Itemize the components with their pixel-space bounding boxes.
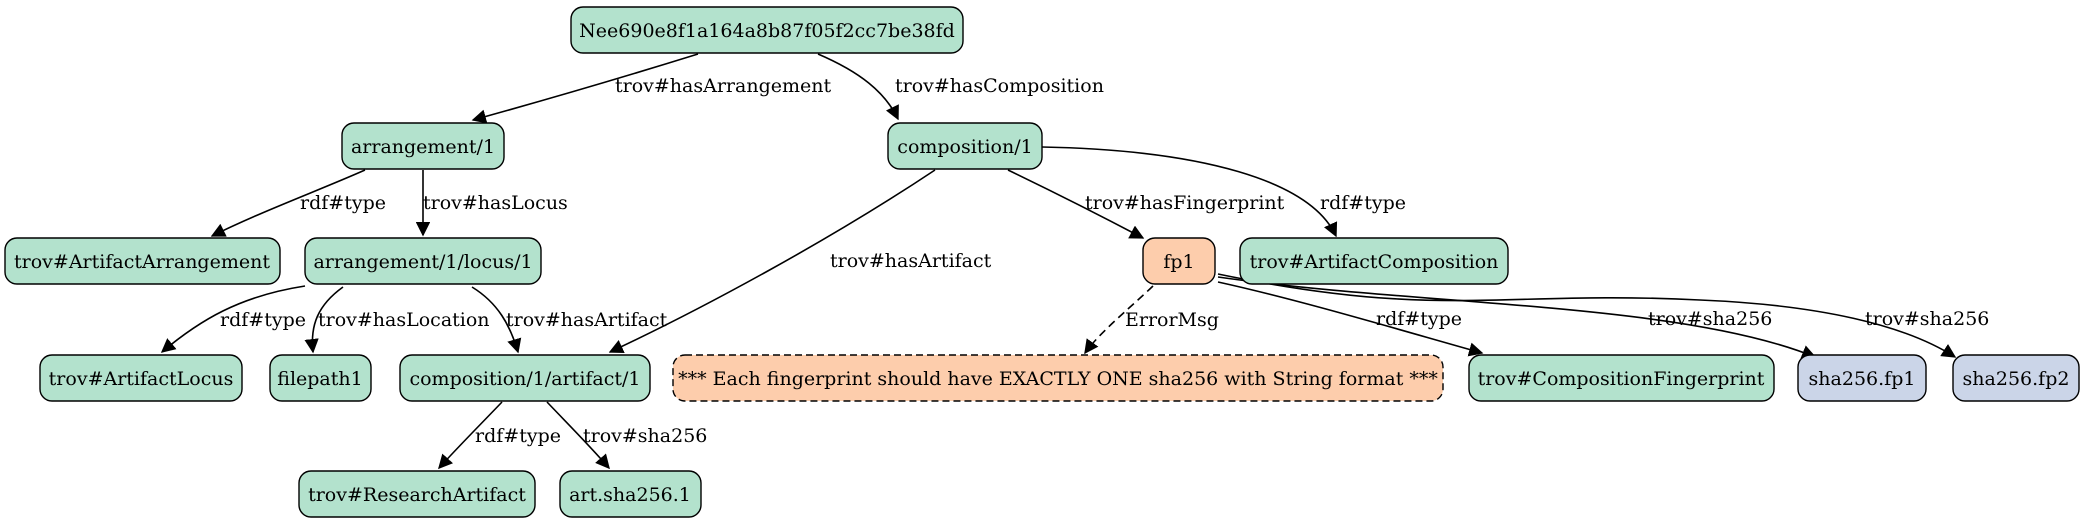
edge-has-composition: trov#hasComposition (817, 53, 1104, 121)
edge-label: rdf#type (1376, 308, 1462, 330)
edge-arr-rdf-type: rdf#type (210, 169, 386, 237)
edge-fp-sha256-2: trov#sha256 (1217, 273, 1989, 358)
node-artifact-sha256[interactable]: art.sha256.1 (559, 470, 702, 518)
nodes: Nee690e8f1a164a8b87f05f2cc7be38fd arrang… (4, 6, 2080, 518)
edge-comp-rdf-type: rdf#type (1041, 146, 1406, 238)
edge-has-arrangement: trov#hasArrangement (471, 53, 831, 124)
edge-fp-rdf-type: rdf#type (1217, 281, 1484, 357)
node-composition[interactable]: composition/1 (887, 122, 1043, 170)
node-label: trov#ArtifactLocus (49, 368, 234, 390)
node-composition-fingerprint-type[interactable]: trov#CompositionFingerprint (1468, 354, 1775, 402)
edge-label: trov#hasComposition (895, 75, 1104, 97)
edge-error-msg: ErrorMsg (1084, 285, 1219, 355)
edge-label: rdf#type (1320, 192, 1406, 214)
node-artifact-composition-type[interactable]: trov#ArtifactComposition (1239, 237, 1509, 285)
edge-label: trov#sha256 (1865, 308, 1989, 330)
edge-locus-rdf-type: rdf#type (160, 285, 306, 353)
node-filepath[interactable]: filepath1 (269, 354, 372, 402)
edge-label: trov#hasArtifact (506, 309, 668, 331)
edge-artifact-sha256: trov#sha256 (546, 401, 707, 470)
node-root[interactable]: Nee690e8f1a164a8b87f05f2cc7be38fd (570, 6, 964, 54)
node-label: sha256.fp2 (1963, 368, 2070, 390)
edge-artifact-rdf-type: rdf#type (438, 401, 561, 470)
node-arrangement[interactable]: arrangement/1 (341, 122, 505, 170)
node-label: trov#CompositionFingerprint (1478, 368, 1765, 390)
node-locus[interactable]: arrangement/1/locus/1 (304, 237, 542, 285)
edge-label: trov#hasLocation (318, 309, 490, 331)
edge-locus-has-artifact: trov#hasArtifact (471, 286, 668, 354)
edge-label: trov#sha256 (583, 425, 707, 447)
node-label: arrangement/1/locus/1 (313, 251, 532, 273)
node-label: filepath1 (277, 368, 362, 390)
edge-label: trov#sha256 (1648, 308, 1772, 330)
edge-label: rdf#type (220, 309, 306, 331)
edge-has-fingerprint: trov#hasFingerprint (1007, 169, 1285, 239)
edge-label: trov#hasLocus (423, 192, 568, 214)
node-artifact-locus-type[interactable]: trov#ArtifactLocus (39, 354, 243, 402)
edge-fp-sha256-1: trov#sha256 (1217, 276, 1817, 359)
node-label: trov#ResearchArtifact (308, 484, 526, 506)
edges: trov#hasArrangement trov#hasComposition … (160, 53, 1989, 470)
edge-label: trov#hasFingerprint (1085, 192, 1285, 214)
node-artifact-arrangement-type[interactable]: trov#ArtifactArrangement (4, 237, 281, 285)
edge-label: ErrorMsg (1125, 309, 1219, 331)
node-label: *** Each fingerprint should have EXACTLY… (678, 368, 1438, 390)
edge-label: rdf#type (475, 425, 561, 447)
edge-has-location: trov#hasLocation (304, 286, 490, 354)
node-label: trov#ArtifactArrangement (14, 251, 270, 273)
node-label: arrangement/1 (351, 136, 495, 158)
edge-has-locus: trov#hasLocus (415, 170, 568, 237)
node-sha256-fp2[interactable]: sha256.fp2 (1952, 354, 2080, 402)
node-sha256-fp1[interactable]: sha256.fp1 (1797, 354, 1927, 402)
node-label: composition/1/artifact/1 (409, 368, 640, 390)
edge-label: trov#hasArtifact (830, 250, 992, 272)
node-label: composition/1 (897, 136, 1032, 158)
edge-label: trov#hasArrangement (615, 75, 831, 97)
node-label: sha256.fp1 (1809, 368, 1916, 390)
node-error-message[interactable]: *** Each fingerprint should have EXACTLY… (672, 354, 1444, 402)
node-fp1[interactable]: fp1 (1142, 237, 1216, 285)
edge-comp-has-artifact: trov#hasArtifact (608, 169, 992, 354)
node-composition-artifact[interactable]: composition/1/artifact/1 (399, 354, 651, 402)
edge-label: rdf#type (300, 192, 386, 214)
node-label: art.sha256.1 (569, 484, 691, 506)
node-label: trov#ArtifactComposition (1250, 251, 1499, 273)
node-research-artifact-type[interactable]: trov#ResearchArtifact (298, 470, 536, 518)
node-label: Nee690e8f1a164a8b87f05f2cc7be38fd (579, 20, 955, 42)
node-label: fp1 (1163, 251, 1194, 273)
